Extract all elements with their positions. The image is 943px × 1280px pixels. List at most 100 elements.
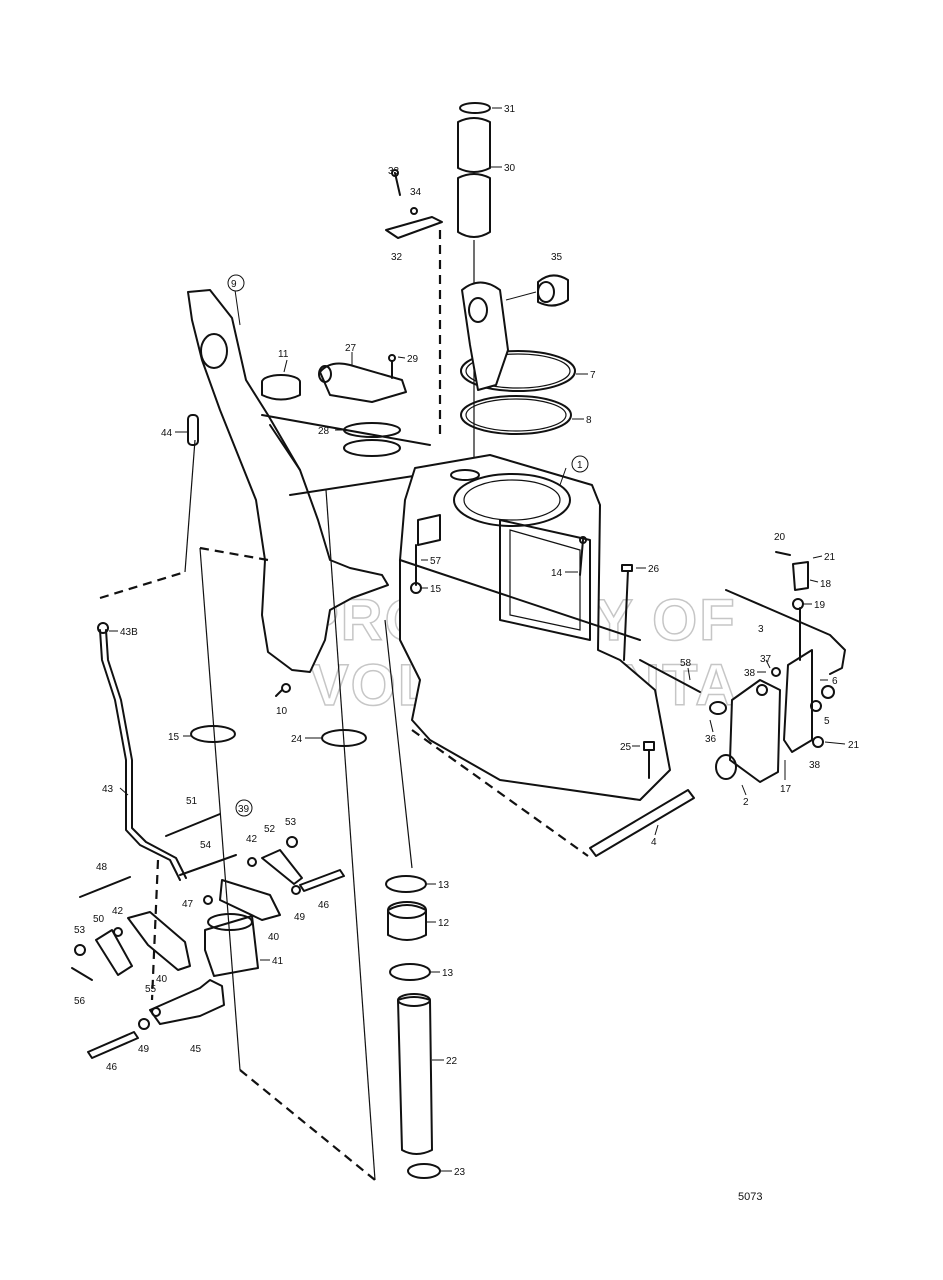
callout-10: 10 <box>276 706 288 717</box>
callout-2: 2 <box>743 797 749 808</box>
leader-lines <box>109 107 846 1172</box>
callout-43: 43 <box>102 784 114 795</box>
assembly-lines <box>99 230 589 1181</box>
circled-callouts <box>227 274 589 817</box>
part-58-rod <box>639 659 727 715</box>
callout-4: 4 <box>651 837 657 848</box>
callout-13-upper: 13 <box>438 880 450 891</box>
callout-53-left: 53 <box>74 925 86 936</box>
callout-14: 14 <box>551 568 563 579</box>
part-12-bearing <box>387 901 427 941</box>
callout-9: 9 <box>231 279 237 290</box>
callout-56: 56 <box>74 996 86 1007</box>
callout-52: 52 <box>264 824 276 835</box>
callout-46-bottom: 46 <box>106 1062 118 1073</box>
callout-37: 37 <box>760 654 772 665</box>
callout-12: 12 <box>438 918 450 929</box>
part-22-shaft <box>397 993 433 1155</box>
part-4-rod <box>589 754 737 857</box>
part-18-bracket <box>792 561 809 591</box>
part-50-link <box>95 929 133 976</box>
part-41-housing <box>204 913 259 977</box>
part-29-screw <box>388 354 396 379</box>
callout-25: 25 <box>620 742 632 753</box>
callout-27: 27 <box>345 343 357 354</box>
part-35-bushing <box>505 274 569 307</box>
part-28-gasket <box>343 422 401 457</box>
callout-34: 34 <box>410 187 422 198</box>
part-7-oring <box>460 350 576 392</box>
part-10-screw <box>275 683 291 697</box>
callout-36: 36 <box>705 734 717 745</box>
callout-54: 54 <box>200 840 212 851</box>
callout-21-top: 21 <box>824 552 836 563</box>
callout-1: 1 <box>577 460 583 471</box>
part-3-shift-rod <box>725 589 846 675</box>
callout-40-left: 40 <box>156 974 168 985</box>
callout-50: 50 <box>93 914 105 925</box>
callout-17: 17 <box>780 784 792 795</box>
callout-13-lower: 13 <box>442 968 454 979</box>
callout-48: 48 <box>96 862 108 873</box>
callout-28: 28 <box>318 426 330 437</box>
part-46-shaft <box>87 869 345 1059</box>
part-48-pin <box>79 876 131 898</box>
callout-31: 31 <box>504 104 516 115</box>
callout-49-bottom: 49 <box>138 1044 150 1055</box>
callout-20: 20 <box>774 532 786 543</box>
callout-47: 47 <box>182 899 194 910</box>
callout-7: 7 <box>590 370 596 381</box>
part-17-lever <box>783 607 813 753</box>
part-54-pin <box>179 854 237 876</box>
callout-43b: 43B <box>120 627 138 638</box>
part-44-sleeve <box>187 414 199 446</box>
callout-40-right: 40 <box>268 932 280 943</box>
drawing-number: 5073 <box>738 1191 762 1203</box>
part-5-6-fasteners <box>771 667 835 748</box>
callout-22: 22 <box>446 1056 458 1067</box>
small-fasteners <box>71 836 301 1030</box>
part-45-fork <box>149 979 225 1025</box>
part-27-elbow <box>318 362 407 403</box>
part-20-pin <box>775 551 791 556</box>
callout-42-left: 42 <box>112 906 124 917</box>
part-43b-nut <box>97 622 109 634</box>
callout-41: 41 <box>272 956 284 967</box>
callout-55: 55 <box>145 984 157 995</box>
callout-38-top: 38 <box>744 668 756 679</box>
part-52-lever <box>261 849 303 885</box>
callout-49-top: 49 <box>294 912 306 923</box>
callout-15-lower: 15 <box>168 732 180 743</box>
part-32-plate <box>385 169 443 239</box>
callout-18: 18 <box>820 579 832 590</box>
callout-42-top: 42 <box>246 834 258 845</box>
callout-53-top: 53 <box>285 817 297 828</box>
callout-15-upper: 15 <box>430 584 442 595</box>
callout-33: 33 <box>388 166 400 177</box>
callout-32: 32 <box>391 252 403 263</box>
part-30-sleeve <box>457 117 491 478</box>
callout-35: 35 <box>551 252 563 263</box>
callout-39: 39 <box>238 804 250 815</box>
part-13-ring-upper <box>385 875 427 893</box>
callout-3: 3 <box>758 624 764 635</box>
part-2-plate <box>729 679 781 783</box>
part-11-cap <box>261 374 301 401</box>
callout-57: 57 <box>430 556 442 567</box>
part-43-cable <box>99 629 187 881</box>
callout-19: 19 <box>814 600 826 611</box>
callout-24: 24 <box>291 734 303 745</box>
callout-58: 58 <box>680 658 692 669</box>
callout-26: 26 <box>648 564 660 575</box>
part-8-oring <box>460 395 572 435</box>
callout-46-top: 46 <box>318 900 330 911</box>
part-26-bolt <box>621 564 633 661</box>
callout-11: 11 <box>278 349 289 360</box>
part-23-ring <box>407 1163 441 1179</box>
callout-44: 44 <box>161 428 173 439</box>
part-40-lever <box>127 879 281 971</box>
callout-38-bottom: 38 <box>809 760 821 771</box>
callout-labels: 9 1 39 31 30 33 34 32 35 7 8 29 11 27 28… <box>74 104 860 1178</box>
callout-8: 8 <box>586 415 592 426</box>
callout-23: 23 <box>454 1167 466 1178</box>
